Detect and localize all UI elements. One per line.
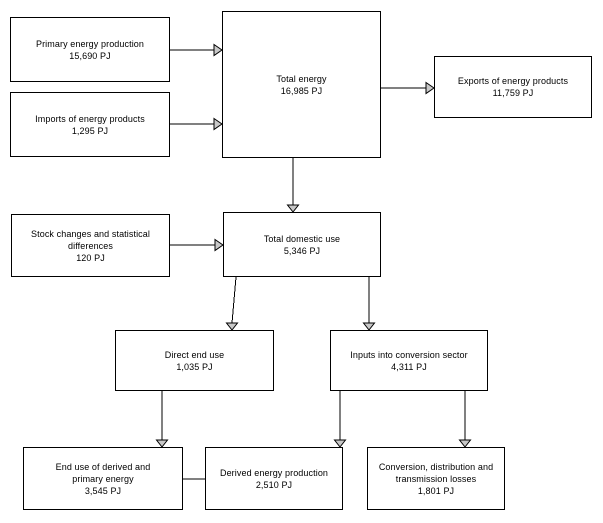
node-value: 11,759 PJ — [492, 88, 534, 98]
node-value: 1,801 PJ — [417, 485, 455, 496]
arrowhead-domestic-to-inputs — [362, 322, 376, 331]
node-value: 5,346 PJ — [283, 245, 321, 256]
node-value: 2,510 PJ — [255, 479, 293, 490]
node-value: 4,311 PJ — [391, 361, 427, 372]
node-label: Inputs into conversion sector — [350, 349, 468, 360]
node-imports-of-energy-products[interactable]: Imports of energy products 1,295 PJ — [10, 92, 170, 157]
node-label: Stock changes and statistical difference… — [31, 228, 150, 251]
node-direct-end-use[interactable]: Direct end use 1,035 PJ — [115, 330, 274, 391]
node-label: Primary energy production — [35, 38, 145, 49]
node-label: Conversion, distribution and transmissio… — [378, 461, 494, 484]
arrowhead-primary-to-total — [213, 43, 223, 57]
node-total-domestic-use[interactable]: Total domestic use 5,346 PJ — [223, 212, 381, 277]
arrowhead-stock-to-domestic — [214, 238, 224, 252]
node-label: Total domestic use — [263, 233, 341, 244]
node-label: Direct end use — [164, 349, 225, 360]
arrowhead-direct-to-enduse — [155, 439, 169, 448]
node-label: End use of derived and primary energy — [55, 461, 151, 484]
node-conversion-distribution-and-transmission-losses[interactable]: Conversion, distribution and transmissio… — [367, 447, 505, 510]
arrowhead-total-to-exports — [425, 81, 435, 95]
node-stock-changes-and-statistical-differences[interactable]: Stock changes and statistical difference… — [11, 214, 170, 277]
node-value: 1,295 PJ — [71, 125, 109, 136]
arrowhead-inputs-to-losses — [458, 439, 472, 448]
arrowhead-domestic-to-direct — [225, 322, 239, 331]
node-label: Exports of energy products — [457, 76, 569, 86]
node-inputs-into-conversion-sector[interactable]: Inputs into conversion sector 4,311 PJ — [330, 330, 488, 391]
node-value: 3,545 PJ — [84, 485, 122, 496]
node-value: 120 PJ — [76, 252, 105, 263]
node-label: Total energy — [276, 73, 327, 84]
node-label: Imports of energy products — [35, 113, 145, 124]
node-primary-energy-production[interactable]: Primary energy production 15,690 PJ — [10, 17, 170, 82]
arrowhead-imports-to-total — [213, 117, 223, 131]
node-derived-energy-production[interactable]: Derived energy production 2,510 PJ — [205, 447, 343, 510]
node-value: 1,035 PJ — [176, 361, 213, 372]
node-total-energy[interactable]: Total energy 16,985 PJ — [222, 11, 381, 158]
node-value: 15,690 PJ — [69, 50, 111, 61]
arrowhead-total-to-domestic — [286, 204, 300, 213]
edge-domestic-to-direct — [231, 276, 237, 324]
node-exports-of-energy-products[interactable]: Exports of energy products 11,759 PJ — [434, 56, 592, 118]
arrowhead-inputs-to-derived — [333, 439, 347, 448]
node-value: 16,985 PJ — [280, 85, 323, 96]
node-label: Derived energy production — [219, 467, 329, 478]
node-end-use-of-derived-and-primary-energy[interactable]: End use of derived and primary energy 3,… — [23, 447, 183, 510]
